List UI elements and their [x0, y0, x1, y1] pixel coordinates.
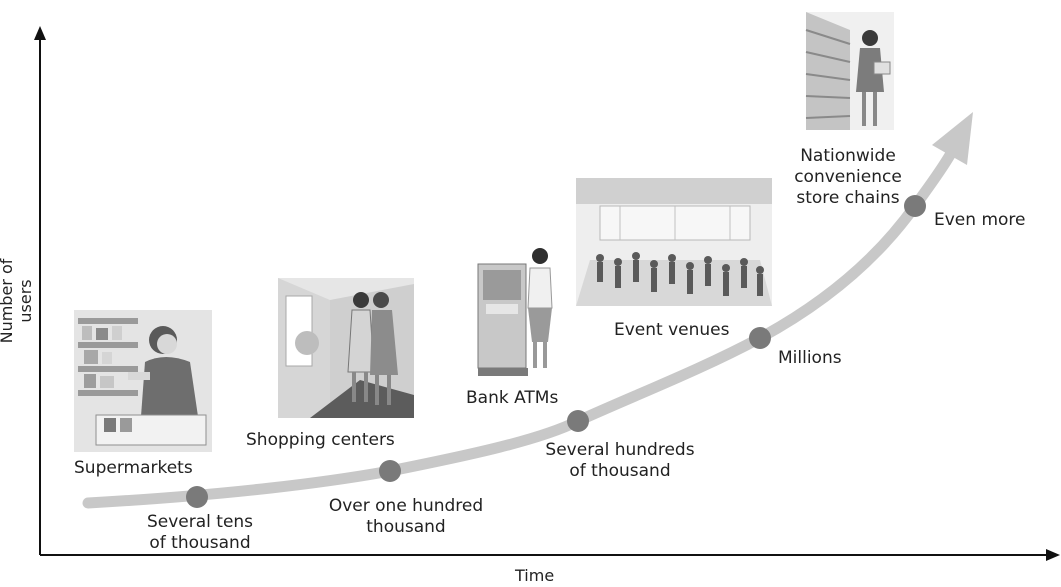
- growth-curve: [82, 112, 973, 509]
- stage-markers: [186, 195, 926, 508]
- venue-text: Supermarkets: [74, 458, 193, 478]
- venue-line-2: convenience: [794, 167, 902, 187]
- venue-text: Event venues: [614, 320, 730, 340]
- venue-label-shopping-centers: Shopping centers: [246, 430, 395, 451]
- marker-bank-atms: [567, 410, 589, 432]
- venue-label-supermarkets: Supermarkets: [74, 458, 193, 479]
- venue-text: Bank ATMs: [466, 388, 559, 408]
- venue-line-1: Nationwide: [800, 146, 896, 166]
- axes: [34, 26, 1060, 561]
- users-label-convenience-stores: Even more: [934, 210, 1025, 231]
- y-axis-arrowhead: [34, 26, 46, 40]
- users-line-1: Several hundreds: [545, 440, 695, 460]
- venue-line-3: store chains: [796, 188, 900, 208]
- convenience-store-illustration: [805, 12, 894, 130]
- marker-supermarkets: [186, 486, 208, 508]
- venue-label-convenience-stores: Nationwide convenience store chains: [786, 146, 910, 209]
- venue-label-bank-atms: Bank ATMs: [466, 388, 558, 409]
- users-line-2: of thousand: [149, 533, 251, 553]
- venue-label-event-venues: Event venues: [614, 320, 730, 341]
- y-axis-label: Number of users: [0, 258, 35, 344]
- venue-text: Shopping centers: [246, 430, 395, 450]
- users-line-1: Millions: [778, 348, 842, 368]
- x-axis-arrowhead: [1046, 549, 1060, 561]
- users-line-1: Even more: [934, 210, 1026, 230]
- users-line-2: of thousand: [569, 461, 671, 481]
- users-line-1: Over one hundred: [328, 496, 484, 516]
- curve-path: [82, 149, 956, 509]
- marker-convenience-stores: [904, 195, 926, 217]
- marker-event-venues: [749, 327, 771, 349]
- event-venue-illustration: [576, 178, 772, 306]
- supermarket-illustration: [74, 310, 212, 452]
- users-label-event-venues: Millions: [778, 348, 842, 369]
- x-axis-label: Time: [515, 566, 555, 585]
- marker-shopping-centers: [379, 460, 401, 482]
- users-label-bank-atms: Several hundreds of thousand: [540, 440, 700, 482]
- users-line-2: thousand: [366, 517, 446, 537]
- users-label-supermarkets: Several tens of thousand: [138, 512, 262, 554]
- curve-arrowhead: [932, 112, 973, 165]
- atm-illustration: [477, 248, 553, 376]
- users-label-shopping-centers: Over one hundred thousand: [318, 496, 494, 538]
- shopping-center-illustration: [278, 278, 414, 418]
- users-line-1: Several tens: [146, 512, 254, 532]
